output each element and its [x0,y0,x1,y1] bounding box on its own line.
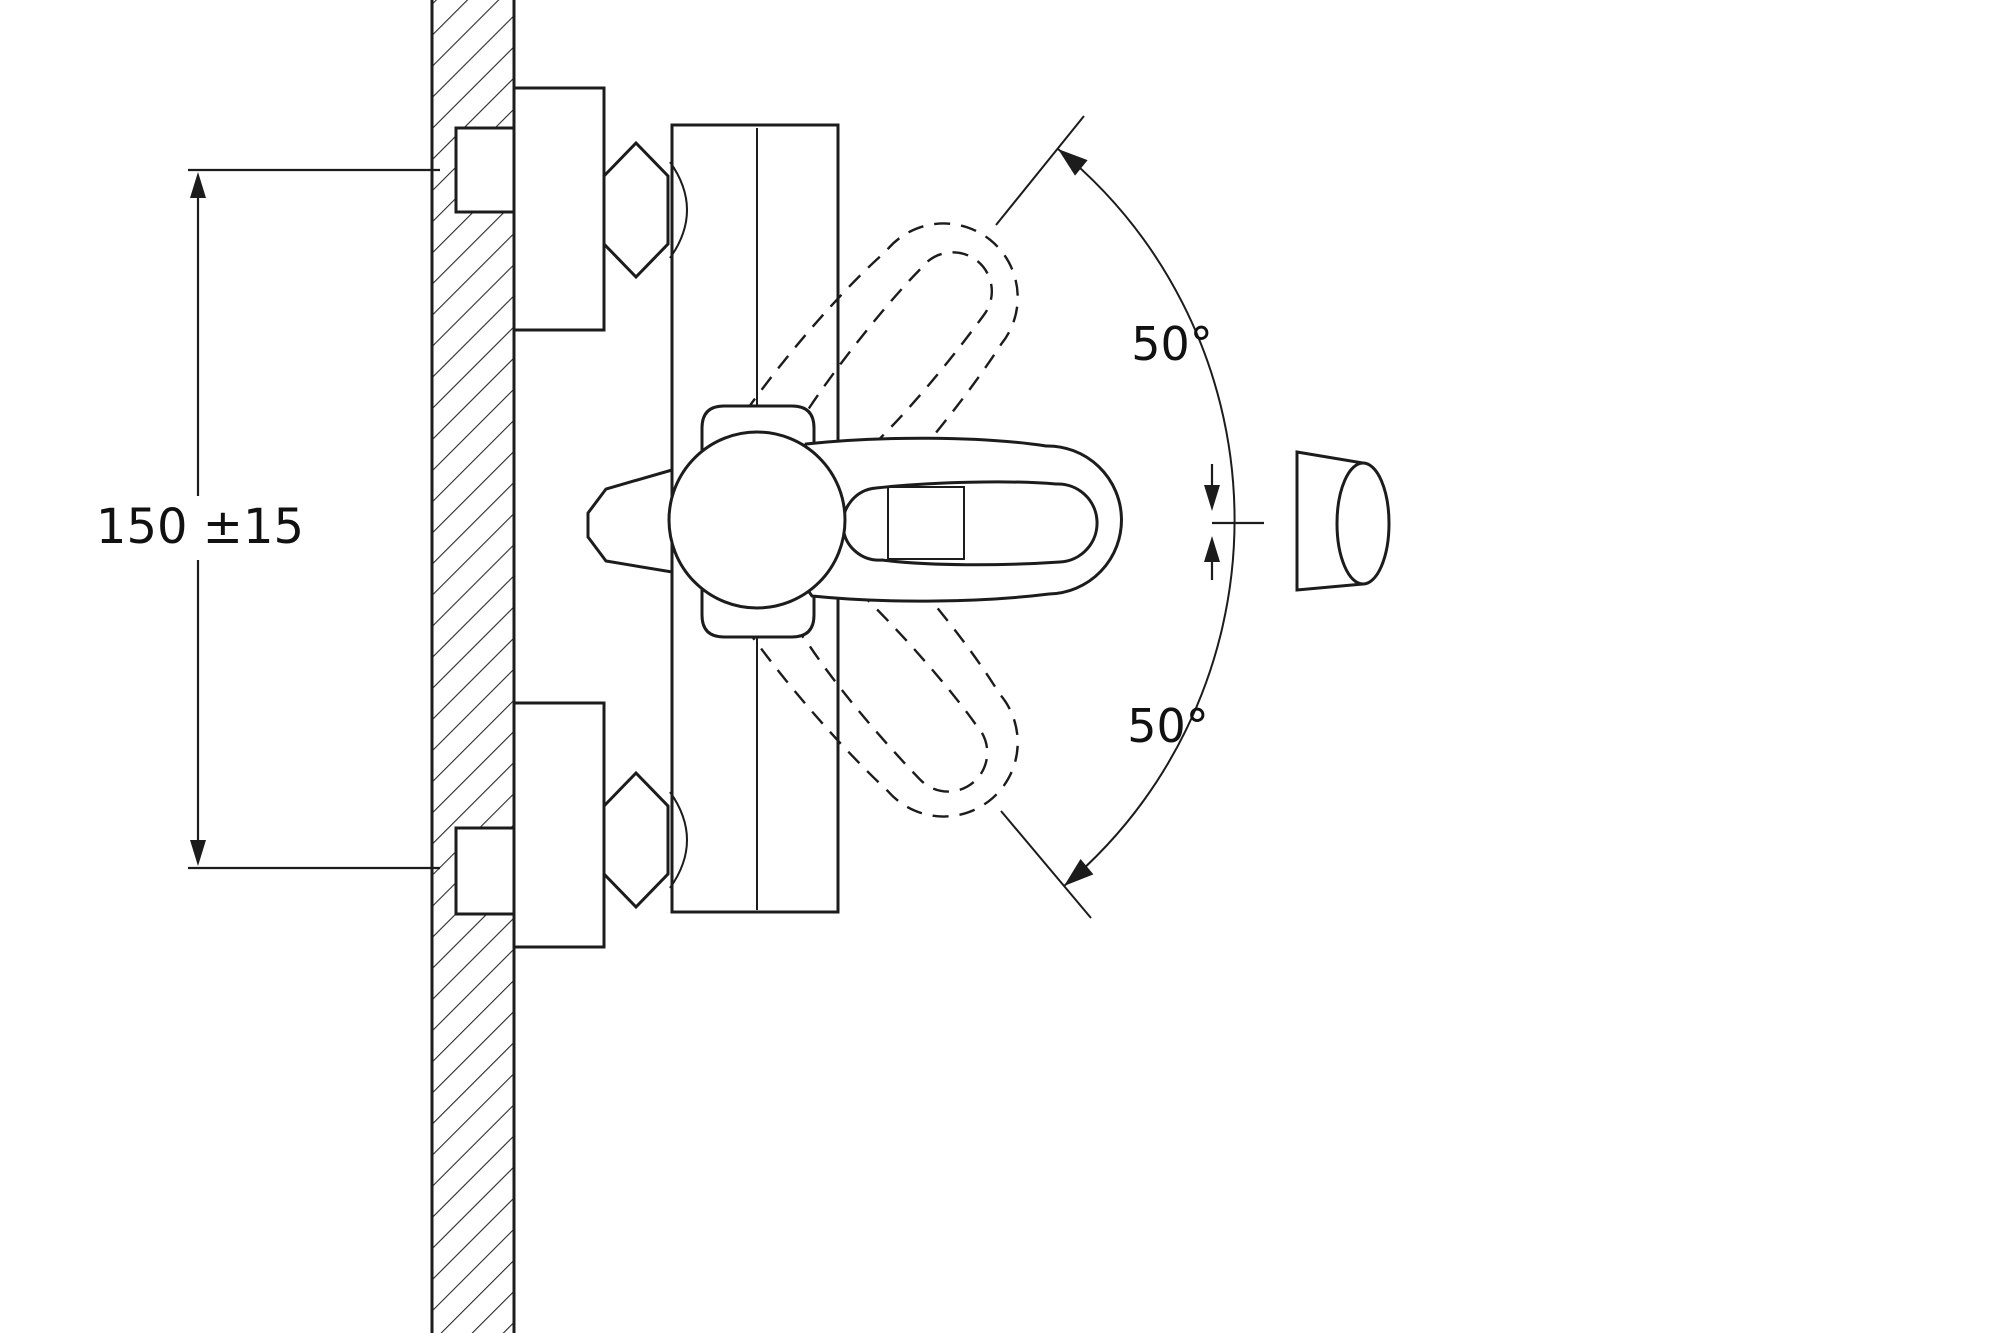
arc-arrow-top [1058,149,1088,176]
wall-flange-bottom [512,701,606,949]
hex-nut-top [602,140,670,280]
handle-outline-down [732,507,1019,818]
gap-arrow-down [1204,485,1220,511]
spout-cylinder [1295,450,1391,592]
handle-position-up [728,222,1019,528]
mounting-bottom [454,701,670,949]
swing-angle-arc: 50° 50° [995,115,1236,919]
dimension-arrow-up [190,172,206,198]
handle-outline-up [728,222,1019,528]
angle-label-lower: 50° [1127,699,1209,753]
gap-dimension [1204,464,1264,580]
mounting-top [454,86,670,332]
joint-cap-top [669,161,688,259]
arc-extension-bottom [1000,810,1092,919]
wall-section [430,0,516,1333]
spout-cylinder-end [1335,461,1391,586]
arc-extension-top [995,115,1085,226]
dimension-arrow-down [190,840,206,866]
mounting-bolt-top [454,126,516,214]
wall-flange-top [512,86,606,332]
angle-label-upper: 50° [1131,317,1213,371]
gap-arrow-up [1204,536,1220,562]
offset-dimension: 150 ±15 [96,168,440,870]
hex-nut-bottom [602,770,670,910]
handle-slot-down [795,578,989,793]
lever-handle [755,436,1123,603]
joint-cap-bottom [669,791,688,889]
handle-grip-insert [887,486,965,560]
arc-arrow-bottom [1064,859,1094,886]
offset-dimension-label: 150 ±15 [96,499,304,555]
angle-arc [1057,148,1236,887]
handle-slot [841,480,1099,567]
mixer-ball [667,430,847,610]
handle-slot-up [801,251,994,467]
wall-hatch [432,0,514,1333]
mounting-bolt-bottom [454,826,516,916]
spout-cone [586,468,674,574]
handle-position-down [732,507,1019,818]
